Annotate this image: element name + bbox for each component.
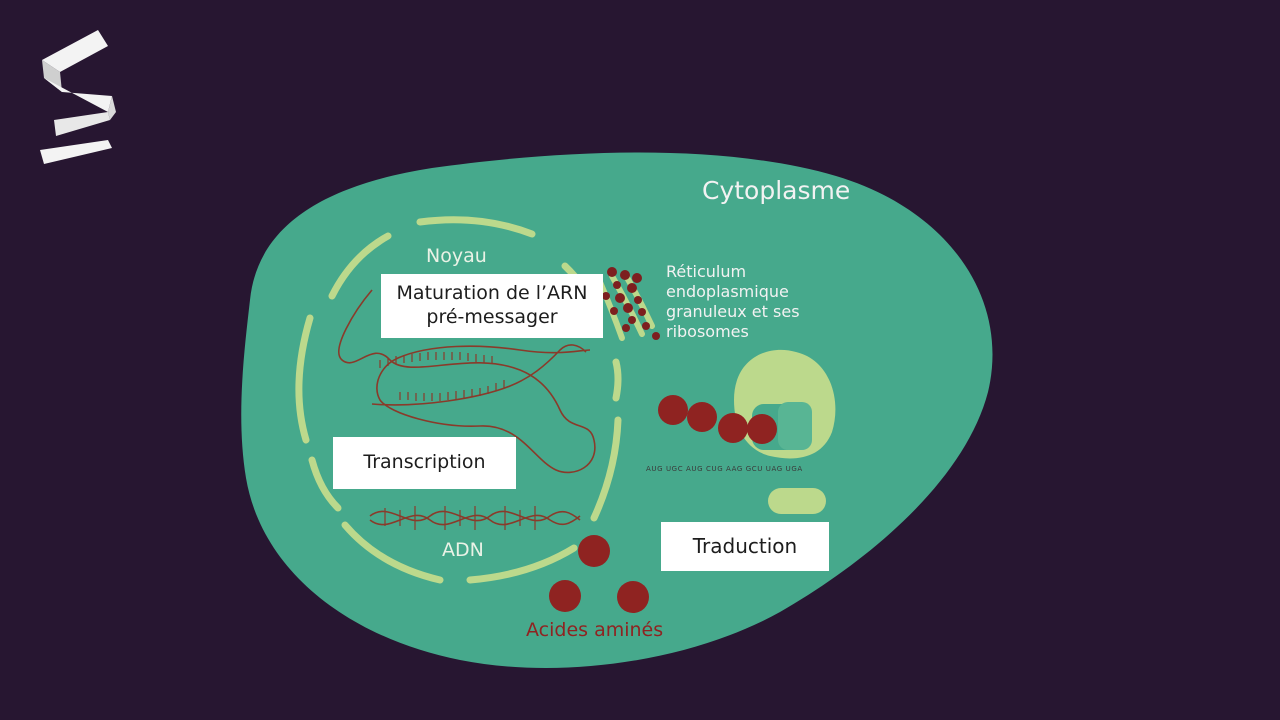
- maturation-line-1: Maturation de l’ARN: [396, 282, 588, 305]
- mrna-strand: [768, 488, 826, 514]
- cytoplasm-label: Cytoplasme: [702, 176, 851, 205]
- transcription-box: Transcription: [333, 437, 516, 489]
- amino-acids-label: Acides aminés: [526, 619, 664, 641]
- peptide-chain: [658, 395, 777, 444]
- maturation-line-2: pré-messager: [426, 306, 558, 328]
- codon-sequence: AUG UGC AUG CUG AAG GCU UAG UGA: [646, 465, 803, 473]
- nucleus-label: Noyau: [426, 245, 487, 267]
- dna-strands: [338, 289, 596, 526]
- er-ribosomes: [602, 267, 660, 340]
- s-ribbon-logo-icon: [40, 30, 116, 164]
- base-pair-ticks: [379, 352, 536, 530]
- dna-label: ADN: [442, 539, 484, 561]
- free-amino-acids: [549, 535, 649, 613]
- cytoplasm-shape: [241, 152, 993, 669]
- reticulum-label: Réticulum endoplasmique granuleux et ses…: [666, 262, 800, 341]
- maturation-box: Maturation de l’ARN pré-messager: [381, 274, 603, 338]
- translation-box: Traduction: [661, 522, 829, 571]
